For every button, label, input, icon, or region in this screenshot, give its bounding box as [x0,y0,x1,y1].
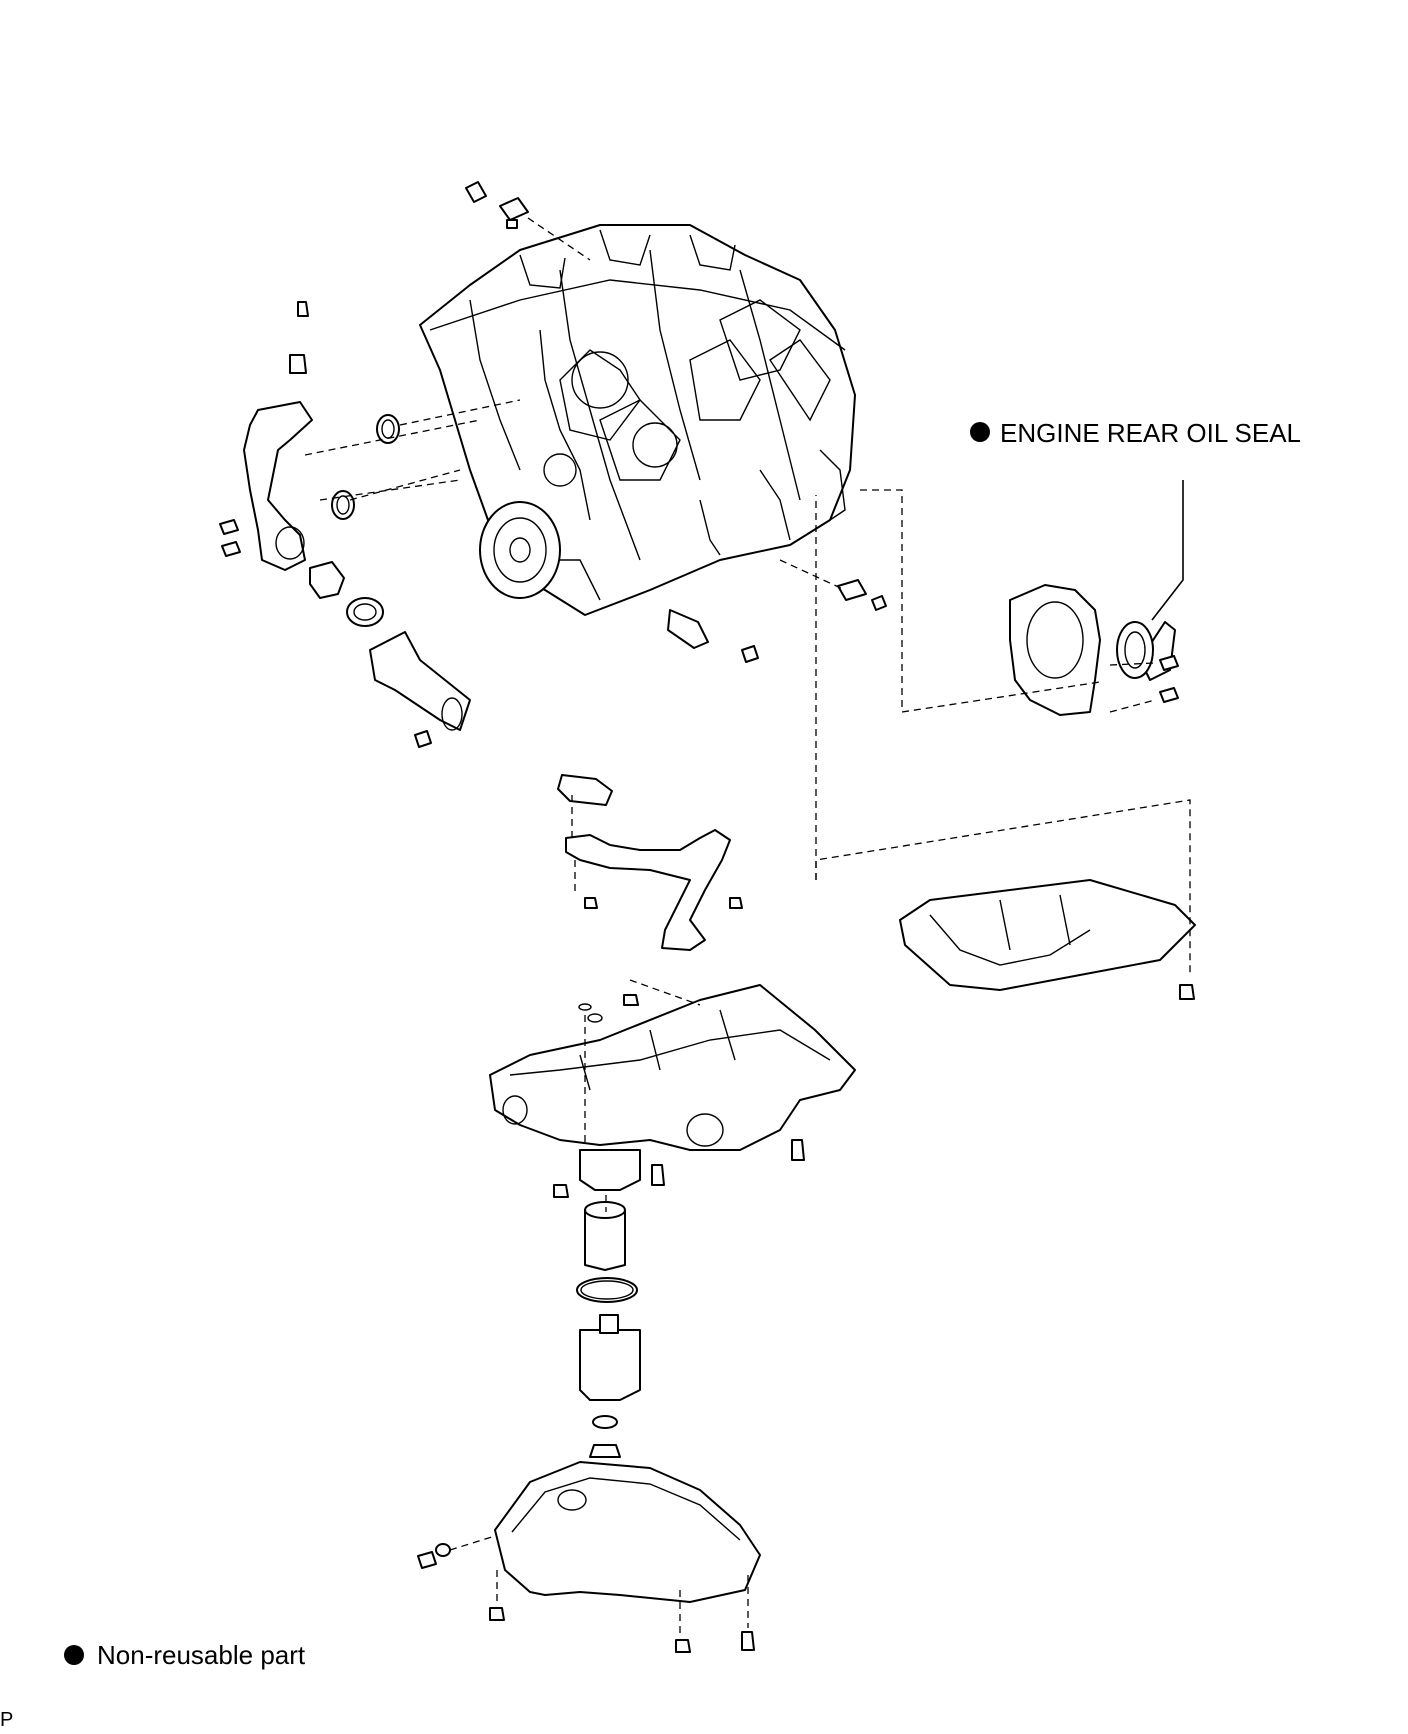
oil-pan-upper [489,979,856,1198]
oil-pan-baffle [815,495,1196,1000]
legend: Non-reusable part [64,1640,306,1670]
rear-oil-seal-retainer [860,489,1179,716]
engine-block [419,224,856,616]
oil-filter-stack [576,1195,641,1458]
water-outlet-assembly [219,301,521,748]
rear-oil-seal-callout: ENGINE REAR OIL SEAL [970,418,1301,621]
figure-code: P [0,1709,13,1731]
block-sensors [667,559,887,663]
oil-strainer [557,774,743,951]
oil-pan-lower [417,1461,761,1653]
legend-label: Non-reusable part [97,1640,306,1670]
non-reusable-marker [970,422,990,442]
legend-marker [64,1645,84,1665]
top-plugs [465,181,591,261]
rear-oil-seal-label: ENGINE REAR OIL SEAL [1000,418,1301,448]
